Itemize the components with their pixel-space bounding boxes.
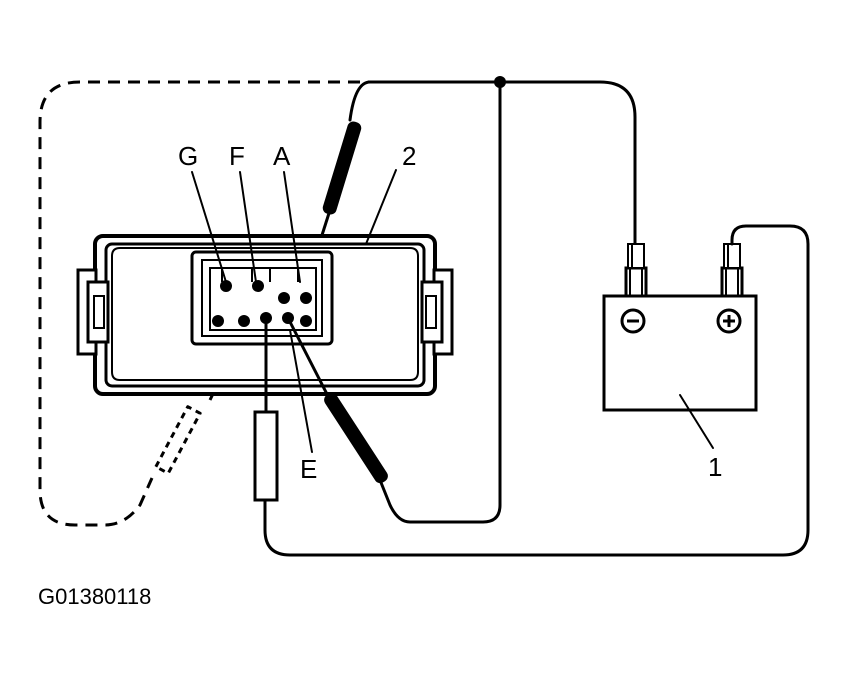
callout-label-battery: 1 <box>708 452 722 482</box>
wire-to-a-probe <box>348 80 372 122</box>
wire-junction-to-e-probe <box>378 80 502 524</box>
callout-1-leader <box>679 394 714 449</box>
test-probe-positive <box>253 318 279 502</box>
callout-label-connector: 2 <box>402 141 416 171</box>
terminal-leaders <box>191 169 397 453</box>
battery-negative-icon <box>620 308 646 334</box>
battery-positive-icon <box>716 308 742 334</box>
terminal-pin-a <box>300 292 312 304</box>
wire-positive-to-e-probe <box>263 224 810 557</box>
terminal-pin-bottom-2 <box>238 315 250 327</box>
terminal-pin-f <box>252 280 264 292</box>
terminal-label-g: G <box>178 141 198 171</box>
figure-code: G01380118 <box>38 584 151 609</box>
terminal-pin-bottom-1 <box>212 315 224 327</box>
terminal-pin-g <box>220 280 232 292</box>
terminal-label-e: E <box>300 454 317 484</box>
wire-junction-to-negative <box>368 80 637 247</box>
terminal-pin-bottom-5 <box>300 315 312 327</box>
terminal-label-f: F <box>229 141 245 171</box>
terminal-label-a: A <box>273 141 291 171</box>
terminal-pin-top-3 <box>278 292 290 304</box>
terminal-pin-bottom-3 <box>260 312 272 324</box>
test-probe-e <box>286 316 388 484</box>
